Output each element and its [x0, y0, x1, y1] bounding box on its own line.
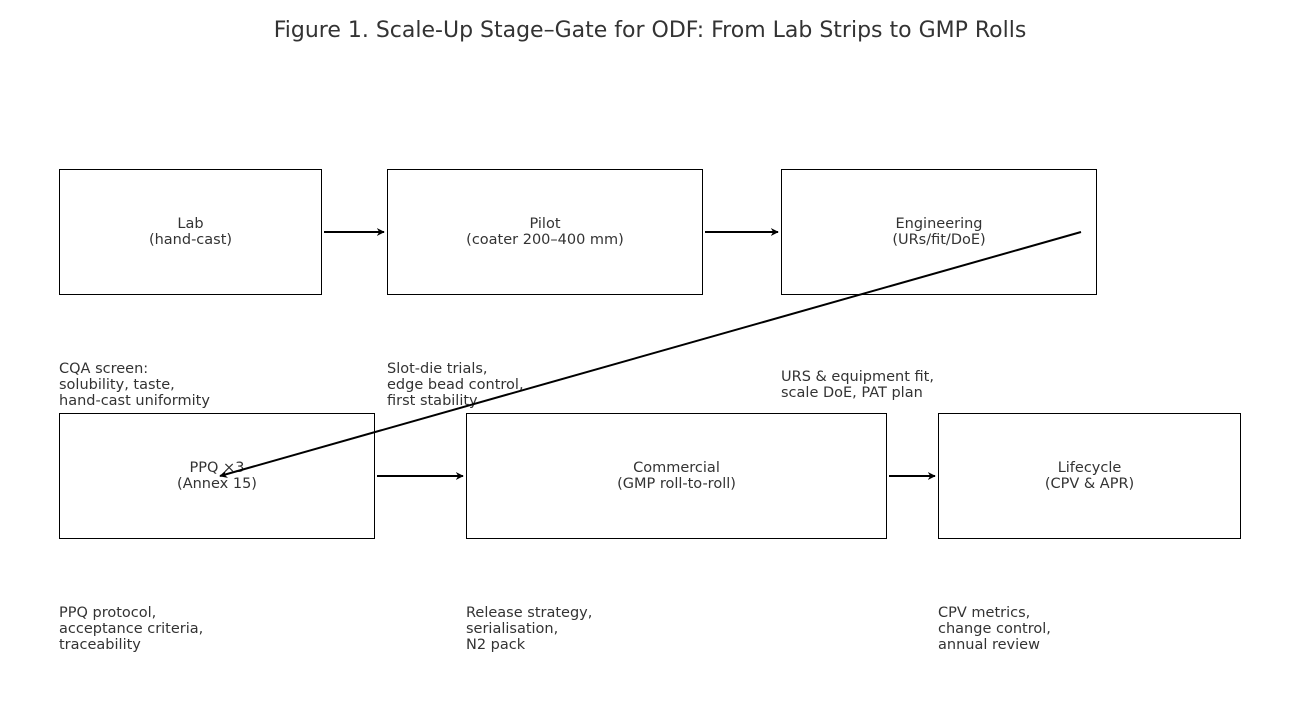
note-line: serialisation,: [466, 621, 559, 637]
stage-commercial: Commercial (GMP roll-to-roll): [466, 413, 887, 539]
stage-lifecycle-name: Lifecycle: [1057, 460, 1122, 476]
stage-lab-detail: (hand-cast): [148, 232, 233, 248]
note-line: solubility, taste,: [59, 377, 175, 393]
stage-lifecycle-detail: (CPV & APR): [1044, 476, 1135, 492]
note-line: URS & equipment fit,: [781, 369, 934, 385]
note-line: edge bead control,: [387, 377, 524, 393]
note-line: scale DoE, PAT plan: [781, 385, 923, 401]
note-engineering: URS & equipment fit, scale DoE, PAT plan: [781, 369, 934, 401]
stage-ppq: PPQ ×3 (Annex 15): [59, 413, 375, 539]
stage-lab: Lab (hand-cast): [59, 169, 322, 295]
note-line: N2 pack: [466, 637, 526, 653]
stage-engineering-name: Engineering: [895, 216, 983, 232]
stage-pilot-name: Pilot: [529, 216, 561, 232]
note-line: CQA screen:: [59, 361, 149, 377]
note-ppq: PPQ protocol, acceptance criteria, trace…: [59, 605, 203, 653]
note-line: annual review: [938, 637, 1040, 653]
figure-title: Figure 1. Scale-Up Stage–Gate for ODF: F…: [273, 18, 1027, 43]
stage-pilot-detail: (coater 200–400 mm): [466, 232, 624, 248]
stage-commercial-name: Commercial: [633, 460, 720, 476]
note-line: traceability: [59, 637, 141, 653]
stage-lifecycle: Lifecycle (CPV & APR): [938, 413, 1241, 539]
stage-commercial-detail: (GMP roll-to-roll): [617, 476, 736, 492]
note-line: Release strategy,: [466, 605, 593, 621]
note-lifecycle: CPV metrics, change control, annual revi…: [938, 605, 1051, 653]
note-commercial: Release strategy, serialisation, N2 pack: [466, 605, 592, 653]
stage-ppq-detail: (Annex 15): [177, 476, 257, 492]
note-lab: CQA screen: solubility, taste, hand-cast…: [59, 361, 210, 409]
note-line: change control,: [938, 621, 1051, 637]
stage-lab-name: Lab: [177, 216, 204, 232]
note-line: PPQ protocol,: [59, 605, 157, 621]
stage-ppq-name: PPQ ×3: [189, 460, 245, 476]
stage-engineering: Engineering (URs/fit/DoE): [781, 169, 1097, 295]
note-line: first stability: [387, 393, 478, 409]
note-line: CPV metrics,: [938, 605, 1031, 621]
note-line: Slot-die trials,: [387, 361, 488, 377]
note-pilot: Slot-die trials, edge bead control, firs…: [387, 361, 524, 409]
note-line: acceptance criteria,: [59, 621, 204, 637]
stage-pilot: Pilot (coater 200–400 mm): [387, 169, 703, 295]
note-line: hand-cast uniformity: [59, 393, 210, 409]
stage-engineering-detail: (URs/fit/DoE): [892, 232, 986, 248]
